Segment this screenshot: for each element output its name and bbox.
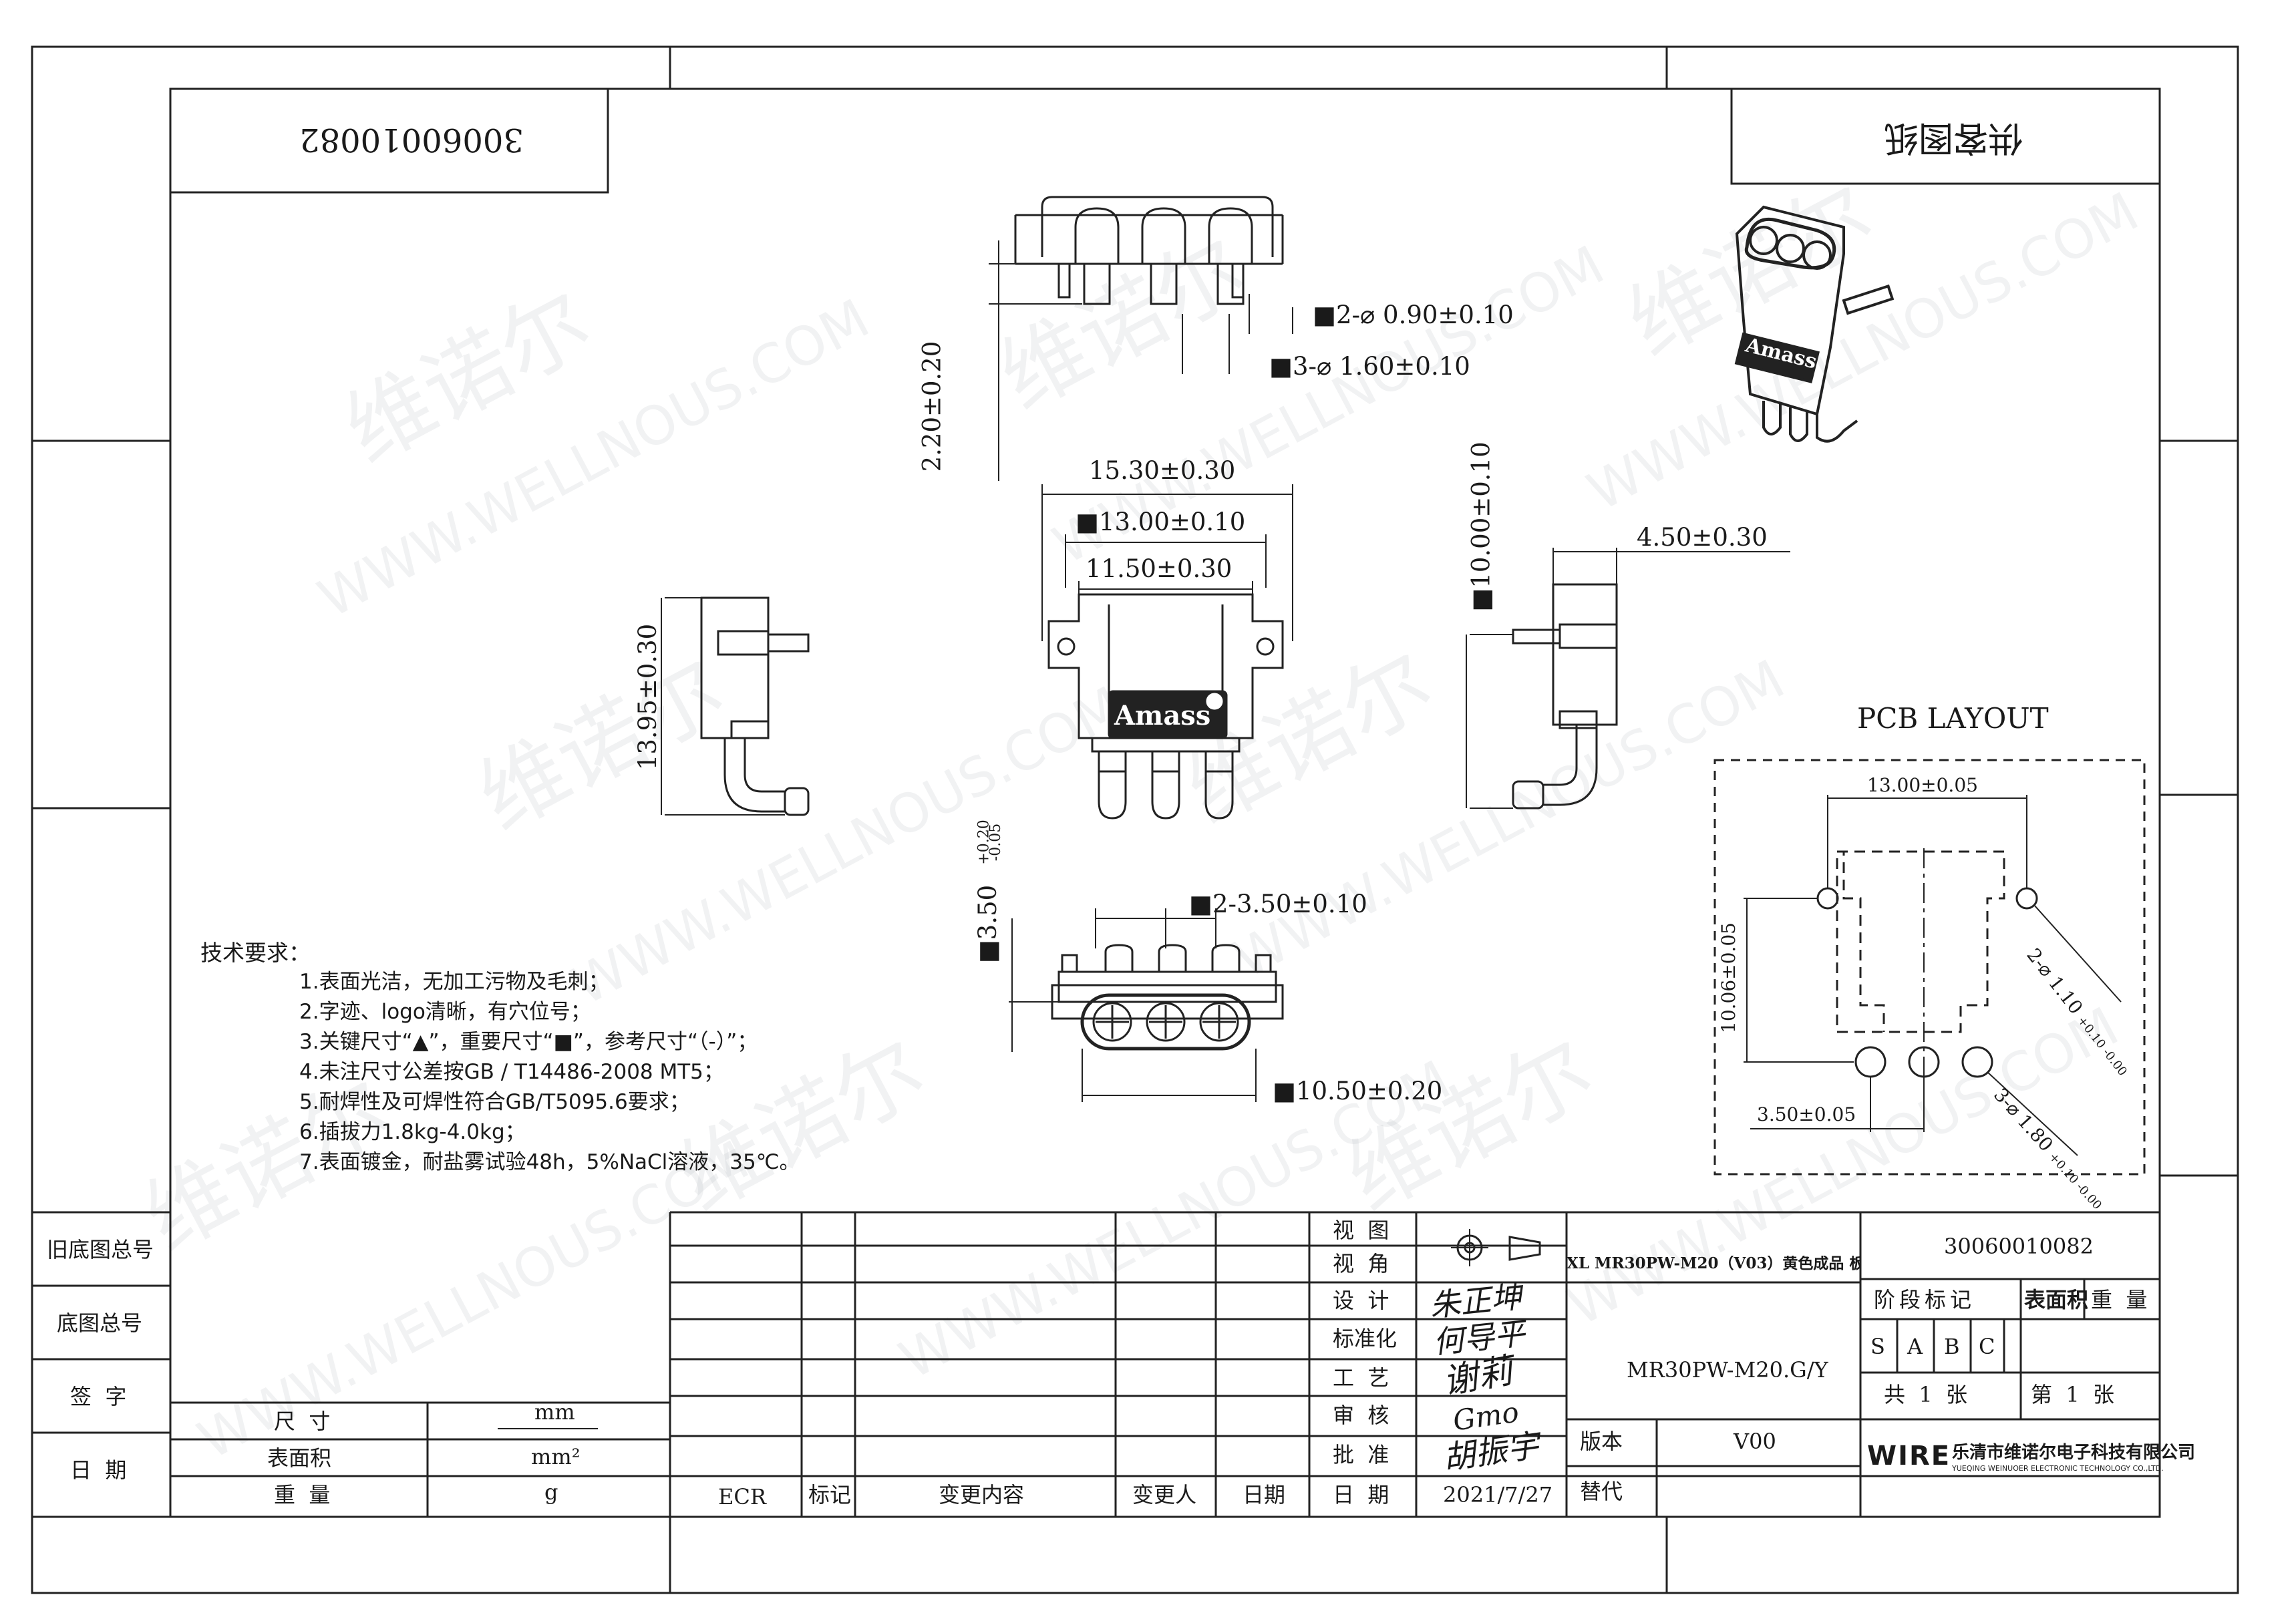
drawing-number: 30060010082 [1944,1234,2094,1259]
rev-header-mark: 标记 [808,1482,852,1507]
unit-value-surface: mm² [531,1444,581,1469]
front-view [1041,484,1293,820]
company-name: 乐清市维诺尔电子科技有限公司 [1952,1443,2196,1463]
dim-pitch: ■2-3.50±0.10 [1189,890,1367,918]
requirement-item: 7.表面镀金，耐盐雾试验48h，5%NaCl溶液，35℃。 [299,1150,800,1174]
dim-width-inner: 11.50±0.30 [1086,554,1233,583]
label-date: 日 期 [70,1457,127,1483]
label-drawing-no: 底图总号 [57,1310,143,1336]
sheet-total: 共 1 张 [1884,1382,1968,1407]
dim-bottom-height: ■3.50 [973,884,1003,964]
product-name: XL MR30PW-M20（V03）黄色成品 板卧式(焊脚2.2mm) [1567,1256,1860,1271]
label-old-drawing-no: 旧底图总号 [47,1237,154,1262]
dim-left-height: 13.95±0.30 [633,623,663,771]
unit-label-weight: 重 量 [274,1482,331,1507]
approval-angle: 视 角 [1333,1251,1389,1276]
signature-design: 朱正坤 [1428,1278,1524,1324]
dim-pin-small: ■2-⌀ 0.90±0.10 [1313,301,1514,329]
requirement-item: 3.关键尺寸“▲”，重要尺寸“■”，参考尺寸“（-）”； [299,1030,758,1054]
requirements-title: 技术要求： [200,940,311,966]
company-logo: WIRE [1867,1441,1951,1471]
projection-symbol [1451,1229,1541,1266]
dim-pin-large: ■3-⌀ 1.60±0.10 [1269,352,1470,381]
bottom-view [1009,908,1284,1102]
unit-label-size: 尺 寸 [274,1409,331,1434]
iso-view [1734,205,1895,443]
requirement-item: 2.字迹、logo清晰，有穴位号； [299,1000,591,1024]
unit-value-size: mm [534,1399,575,1425]
stage-mark-s: S [1870,1334,1885,1359]
signature-standard: 何导平 [1431,1314,1527,1361]
approval-date: 日 期 [1333,1482,1389,1507]
version-value: V00 [1734,1429,1776,1454]
stage-mark-b: B [1944,1334,1960,1359]
approval-view: 视 图 [1333,1218,1389,1243]
pcb-title: PCB LAYOUT [1857,702,2049,735]
inner-border [169,87,2161,1518]
approval-design: 设 计 [1333,1288,1389,1313]
top-view [989,196,1293,481]
approval-standard: 标准化 [1333,1326,1398,1351]
requirement-item: 5.耐焊性及可焊性符合GB/T5095.6要求； [299,1090,690,1114]
label-signature: 签 字 [70,1384,127,1409]
drawing-number-mirrored: 30060010082 [299,121,524,158]
version-label: 版本 [1580,1429,1623,1454]
rev-header-date: 日期 [1243,1482,1286,1507]
stage-mark-c: C [1979,1334,1995,1359]
rev-header-content: 变更内容 [939,1482,1025,1507]
requirement-item: 6.插拔力1.8kg-4.0kg； [299,1120,526,1144]
pcb-dim-height: 10.06±0.05 [1717,922,1740,1033]
rev-header-changer: 变更人 [1132,1482,1197,1507]
dim-width-flange: ■13.00±0.10 [1076,508,1246,536]
dim-bottom-height-tol-lower: -0.05 [987,823,1005,862]
replace-label: 替代 [1580,1479,1623,1504]
outer-border [31,45,2239,1594]
pcb-dim-pitch: 3.50±0.05 [1757,1103,1856,1125]
company-name-en: YUEQING WEINUOER ELECTRONIC TECHNOLOGY C… [1952,1464,2164,1473]
dim-right-depth: 4.50±0.30 [1637,523,1768,552]
rev-header-ecr: ECR [718,1484,766,1509]
unit-arrow [498,1428,598,1429]
brand-logo: Amass [1114,700,1211,731]
pcb-layout [1713,759,2146,1176]
part-number: MR30PW-M20.G/Y [1627,1357,1828,1383]
stage-header-surface: 表面积 [2024,1287,2089,1312]
dim-right-height: ■10.00±0.10 [1466,441,1496,612]
supply-stamp-mirrored: 供客图纸 [1884,118,2023,158]
stage-mark-a: A [1907,1334,1923,1359]
approval-review: 审 核 [1333,1403,1389,1428]
pcb-dim-width: 13.00±0.05 [1867,774,1978,796]
dim-height-top: 2.20±0.20 [917,341,947,472]
sheet-index: 第 1 张 [2031,1382,2115,1407]
approval-process: 工 艺 [1333,1365,1389,1391]
left-side-view [661,596,810,816]
unit-label-surface: 表面积 [267,1445,332,1471]
stage-header-mark: 阶段标记 [1874,1287,1976,1312]
unit-value-weight: g [544,1479,558,1505]
stage-header-weight: 重 量 [2091,1287,2148,1312]
requirement-item: 1.表面光洁，无加工污物及毛刺； [299,970,609,994]
dim-bottom-width: ■10.50±0.20 [1273,1077,1443,1105]
approval-approve: 批 准 [1333,1442,1389,1467]
approval-date-value: 2021/7/27 [1443,1482,1553,1507]
requirement-item: 4.未注尺寸公差按GB / T14486-2008 MT5； [299,1060,724,1084]
right-side-view [1466,548,1790,810]
dim-width-outer: 15.30±0.30 [1089,456,1236,485]
